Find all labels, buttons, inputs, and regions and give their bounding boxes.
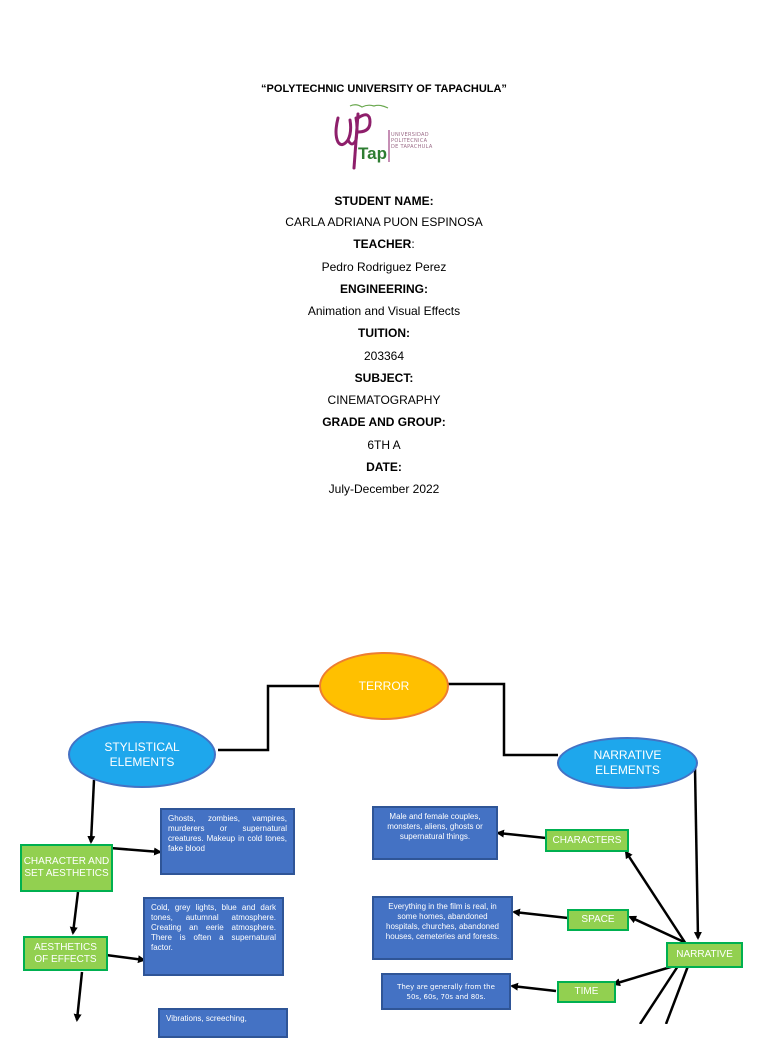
node-terror: TERROR: [319, 652, 449, 720]
arrow-characters-to-note: [496, 829, 547, 840]
field-label-engineering: ENGINEERING:: [339, 282, 428, 296]
logo-line-3: DE TAPACHULA: [391, 144, 433, 150]
node-stylistical-elements: STYLISTICAL ELEMENTS: [68, 721, 216, 788]
note-time: They are generally from the 50s, 60s, 70…: [381, 973, 511, 1010]
connector-narrative-down-1: [638, 965, 680, 1024]
arrow-narrative-to-time: [612, 964, 675, 987]
arrow-space-to-note: [512, 908, 569, 920]
note-characters: Male and female couples, monsters, alien…: [372, 806, 498, 860]
field-value-tuition: 203364: [363, 349, 405, 363]
logo-main-text: Tap: [358, 144, 387, 163]
university-title: “POLYTECHNIC UNIVERSITY OF TAPACHULA”: [261, 83, 507, 95]
note-character-set-aesthetics: Ghosts, zombies, vampires, murderers or …: [160, 808, 295, 875]
field-value-engineering: Animation and Visual Effects: [307, 304, 461, 318]
connector-narrative-down-2: [664, 965, 690, 1024]
university-logo: Tap: [330, 104, 440, 174]
note-aesthetics-of-effects: Cold, grey lights, blue and dark tones, …: [143, 897, 284, 976]
field-label-student-name: STUDENT NAME:: [334, 194, 434, 208]
node-characters: CHARACTERS: [545, 829, 629, 852]
teacher-label-colon: :: [411, 237, 415, 251]
arrow-stylistical-to-character: [87, 779, 96, 844]
arrow-narrative-elements-down: [693, 767, 702, 940]
connector-terror-left: [218, 684, 320, 752]
logo-graphic: Tap: [334, 104, 390, 170]
arrow-effects-down: [73, 971, 84, 1022]
arrow-narrative-to-space: [628, 915, 685, 944]
field-value-subject: CINEMATOGRAPHY: [327, 393, 441, 407]
field-value-date: July-December 2022: [328, 482, 440, 496]
node-space: SPACE: [567, 909, 629, 931]
arrow-character-to-effects: [69, 891, 80, 935]
teacher-label-text: TEACHER: [353, 237, 412, 251]
node-time: TIME: [557, 981, 616, 1003]
field-label-subject: SUBJECT:: [354, 371, 414, 385]
arrow-time-to-note: [510, 982, 557, 993]
arrow-effects-to-note: [105, 953, 146, 964]
arrow-narrative-to-characters: [624, 850, 688, 945]
logo-line-2: POLITECNICA: [391, 138, 428, 144]
field-label-grade-group: GRADE AND GROUP:: [322, 415, 446, 429]
field-label-tuition: TUITION:: [358, 326, 410, 340]
arrow-character-to-note: [109, 846, 162, 856]
node-aesthetics-of-effects: AESTHETICS OF EFFECTS: [23, 936, 108, 971]
field-value-teacher: Pedro Rodriguez Perez: [321, 260, 447, 274]
field-value-student-name: CARLA ADRIANA PUON ESPINOSA: [285, 215, 483, 229]
node-narrative: NARRATIVE: [666, 942, 743, 968]
note-space: Everything in the film is real, in some …: [372, 896, 513, 960]
field-label-date: DATE:: [366, 460, 402, 474]
logo-subtext: UNIVERSIDAD POLITECNICA DE TAPACHULA: [391, 132, 441, 150]
field-value-grade-group: 6TH A: [367, 438, 401, 452]
connector-terror-right: [448, 682, 558, 757]
field-label-teacher: TEACHER:: [0, 237, 768, 251]
node-character-set-aesthetics: CHARACTER AND SET AESTHETICS: [20, 844, 113, 892]
logo-line-1: UNIVERSIDAD: [391, 132, 429, 138]
note-sound-effects: Vibrations, screeching,: [158, 1008, 288, 1038]
node-narrative-elements: NARRATIVE ELEMENTS: [557, 737, 698, 789]
